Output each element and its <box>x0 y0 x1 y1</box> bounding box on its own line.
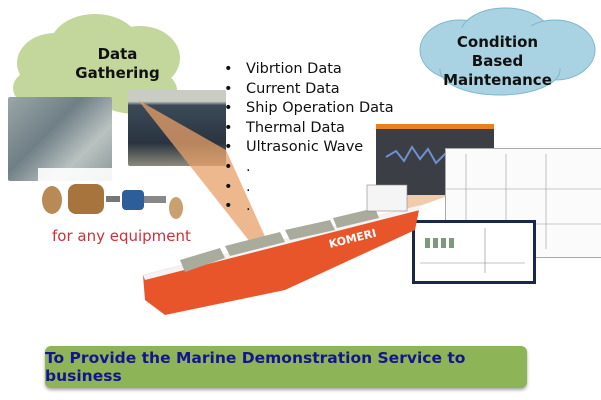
blue-cloud <box>419 7 596 96</box>
list-item: . <box>224 178 394 198</box>
schematic-screen <box>412 220 536 284</box>
equipment-caption: for any equipment <box>52 227 191 245</box>
label-line: Data <box>97 45 138 63</box>
label-line: Condition <box>456 33 539 51</box>
label-line: Maintenance <box>443 71 552 89</box>
list-item: . <box>224 158 394 178</box>
banner-text: To Provide the Marine Demonstration Serv… <box>45 349 466 385</box>
list-item: Ship Operation Data <box>224 99 394 119</box>
engine-room-photo <box>8 97 112 181</box>
label-line: Based <box>471 52 524 70</box>
service-banner: To Provide the Marine Demonstration Serv… <box>45 346 527 388</box>
list-item: Thermal Data <box>224 119 394 139</box>
label-line: Gathering <box>75 64 160 82</box>
cbm-label: Condition Based Maintenance <box>440 33 555 90</box>
motor-parts-image <box>38 168 193 226</box>
list-item: Vibrtion Data <box>224 60 394 80</box>
list-item: . <box>224 197 394 217</box>
ship-illustration: KOMERI <box>143 184 420 315</box>
data-type-list: Vibrtion Data Current Data Ship Operatio… <box>224 60 394 217</box>
data-gathering-label: Data Gathering <box>60 45 175 83</box>
list-item: Current Data <box>224 80 394 100</box>
list-item: Ultrasonic Wave <box>224 138 394 158</box>
